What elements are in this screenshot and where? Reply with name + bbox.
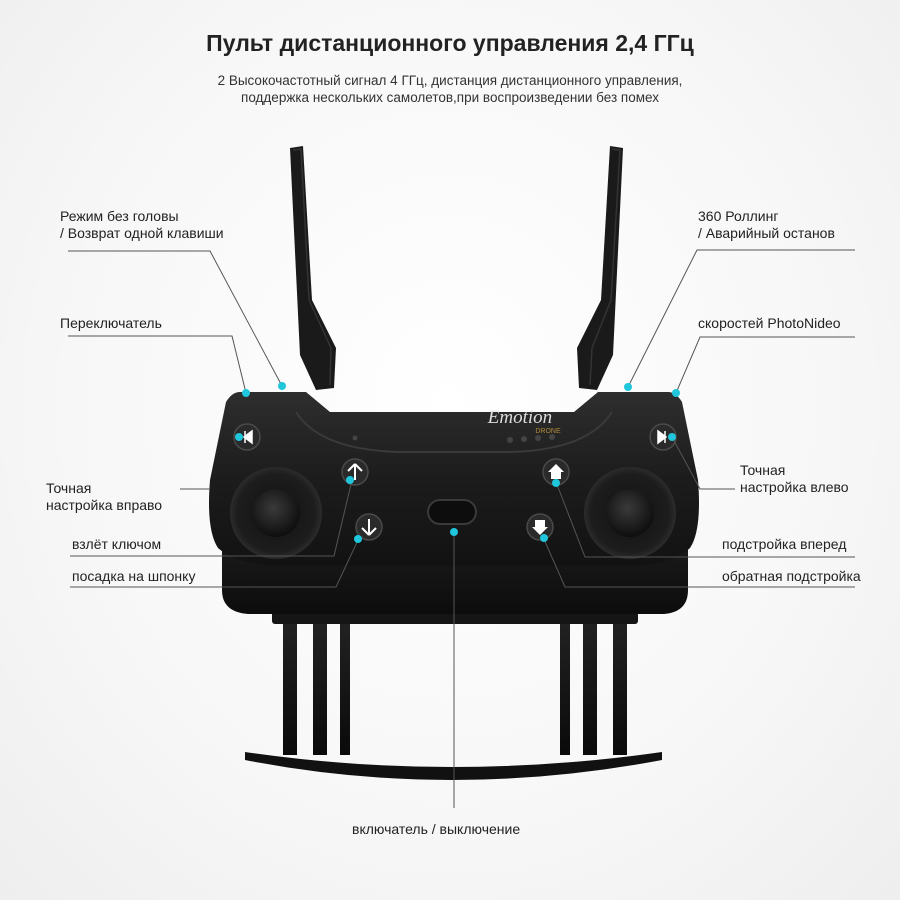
label-takeoff: взлёт ключом xyxy=(72,536,162,552)
double-arrow-left-icon xyxy=(242,429,253,445)
label-trim-forward: подстройка вперед xyxy=(722,536,847,552)
label-trim-left: Точная настройка влево xyxy=(740,462,849,495)
label-headless-mode: Режим без головы / Возврат одной клавиши xyxy=(60,208,224,241)
indicator-leds xyxy=(352,434,555,443)
label-roll: 360 Роллинг / Аварийный останов xyxy=(698,208,835,241)
label-switch: Переключатель xyxy=(60,315,162,331)
power-switch[interactable] xyxy=(427,499,477,525)
label-speed: скоростей PhotoNideo xyxy=(698,315,841,331)
house-arrow-down-icon xyxy=(532,520,548,535)
subtitle-line-1: 2 Высокочастотный сигнал 4 ГГц, дистанци… xyxy=(217,73,683,88)
subtitle-line-2: поддержка нескольких самолетов,при воспр… xyxy=(241,90,659,105)
double-arrow-right-icon xyxy=(657,429,668,445)
label-trim-right: Точная настройка вправо xyxy=(46,480,163,513)
arrow-up-icon xyxy=(347,463,363,480)
trim-right-button[interactable] xyxy=(233,423,261,451)
label-power: включатель / выключение xyxy=(352,821,521,837)
landing-button[interactable] xyxy=(355,513,383,541)
label-landing: посадка на шпонку xyxy=(72,568,196,584)
brand-logo: Emotion xyxy=(487,407,552,428)
takeoff-button[interactable] xyxy=(341,458,369,486)
arrow-down-icon xyxy=(361,519,377,536)
trim-back-button[interactable] xyxy=(526,513,554,541)
brand-sub: DRONE xyxy=(535,428,561,435)
trim-forward-button[interactable] xyxy=(542,458,570,486)
right-antenna xyxy=(577,146,623,390)
left-joystick[interactable] xyxy=(230,467,322,559)
leader-lines xyxy=(68,249,855,808)
house-arrow-up-icon xyxy=(548,464,564,479)
page-title: Пульт дистанционного управления 2,4 ГГц xyxy=(206,30,694,56)
label-trim-back: обратная подстройка xyxy=(722,568,861,584)
right-joystick[interactable] xyxy=(584,467,676,559)
page-subtitle: 2 Высокочастотный сигнал 4 ГГц, дистанци… xyxy=(0,72,900,106)
callout-dots xyxy=(235,382,680,543)
controller-body xyxy=(209,392,699,567)
left-antenna xyxy=(290,146,336,390)
